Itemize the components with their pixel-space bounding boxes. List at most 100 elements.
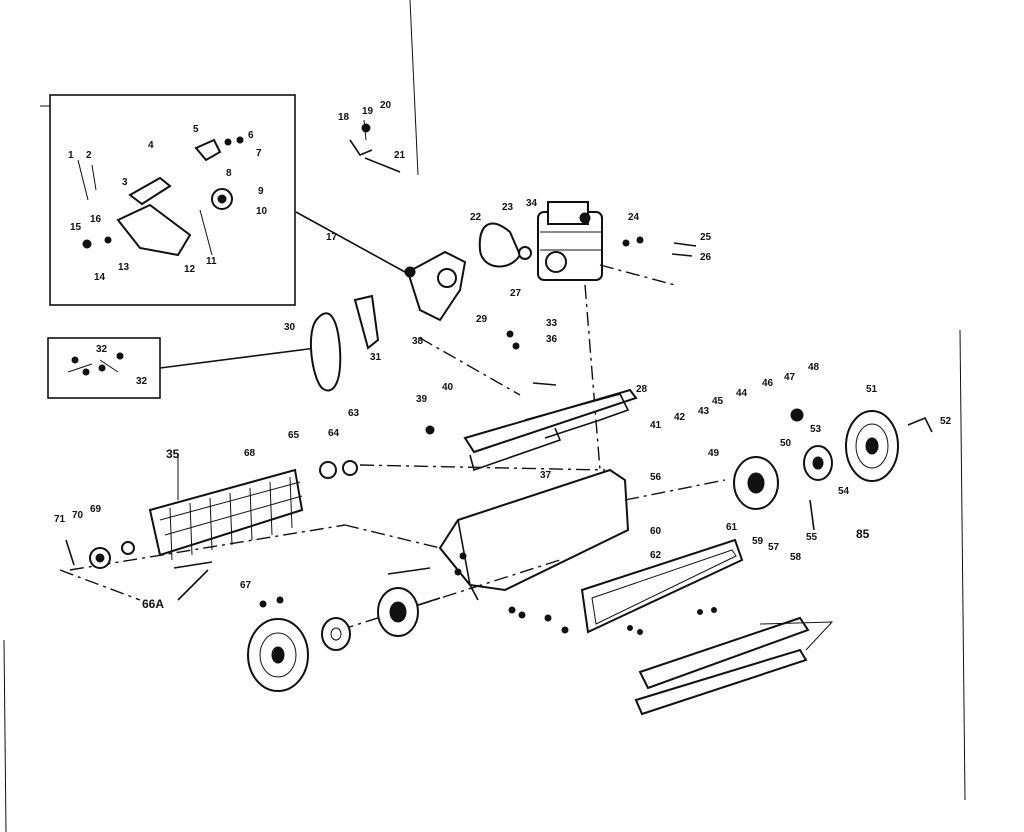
callout-8: 8 [226,168,232,179]
callout-32b: 32 [136,376,148,387]
reel-end-washer [121,541,135,555]
callout-2: 2 [86,150,92,161]
callout-7: 7 [256,148,262,159]
leader-line [173,561,213,569]
callout-19: 19 [362,106,374,117]
callout-69: 69 [90,504,102,515]
lever-plate [128,176,172,206]
knob [790,408,804,422]
engine-mount-line [599,264,676,286]
handle-latch-parts [349,119,401,173]
callout-labels: 1 2 3 4 5 6 7 8 9 10 11 12 13 14 15 16 1… [54,100,952,611]
callout-38: 38 [412,336,424,347]
cam-part [194,138,222,162]
callout-60: 60 [650,526,662,537]
callout-31: 31 [370,352,382,363]
callout-28: 28 [636,384,648,395]
scan-edge-line [959,329,966,801]
callout-39: 39 [416,394,428,405]
axis-line [359,464,606,471]
callout-21: 21 [394,150,406,161]
callout-17: 17 [326,232,338,243]
callout-51: 51 [866,384,878,395]
callout-27: 27 [510,288,522,299]
callout-6: 6 [248,130,254,141]
axis-line [339,559,561,631]
callout-37: 37 [540,470,552,481]
callout-50: 50 [780,438,792,449]
small-hardware [65,236,815,635]
scan-edge-line [3,639,7,832]
callout-59: 59 [752,536,764,547]
callout-47: 47 [784,372,796,383]
callout-53: 53 [810,424,822,435]
callout-45: 45 [712,396,724,407]
callout-68: 68 [244,448,256,459]
callout-35: 35 [166,447,180,461]
callout-34: 34 [526,198,538,209]
left-wheel [247,618,309,692]
callout-43: 43 [698,406,710,417]
callout-4: 4 [148,140,154,151]
callout-67: 67 [240,580,252,591]
callout-62: 62 [650,550,662,561]
axis-line [344,524,441,549]
callout-71: 71 [54,514,66,525]
leader-line [759,621,834,651]
callout-46: 46 [762,378,774,389]
callout-16: 16 [90,214,102,225]
callout-20: 20 [380,100,392,111]
callout-25: 25 [700,232,712,243]
callout-41: 41 [650,420,662,431]
control-bracket [116,203,192,257]
callout-63: 63 [348,408,360,419]
callout-22: 22 [470,212,482,223]
engine [537,201,603,281]
callout-9: 9 [258,186,264,197]
callout-70: 70 [72,510,84,521]
callout-65: 65 [288,430,300,441]
callout-58: 58 [790,552,802,563]
drive-belt [310,312,342,392]
callout-54: 54 [838,486,850,497]
callout-13: 13 [118,262,130,273]
callout-18: 18 [338,112,350,123]
leader-line [159,347,317,369]
inset-control-assembly [40,94,296,306]
callout-29: 29 [476,314,488,325]
callout-12: 12 [184,264,196,275]
axis-line [59,569,141,601]
depth-bar [580,538,744,634]
callout-5: 5 [193,124,199,135]
right-wheel [845,410,899,482]
callout-23: 23 [502,202,514,213]
callout-15: 15 [70,222,82,233]
callout-48: 48 [808,362,820,373]
right-drive-gear [733,456,779,510]
callout-32a: 32 [96,344,108,355]
callout-66a: 66A [142,597,164,611]
callout-1: 1 [68,150,74,161]
reel-washer [319,461,337,479]
callout-64: 64 [328,428,340,439]
tine-reel [148,468,304,561]
callout-85: 85 [856,527,870,541]
callout-40: 40 [442,382,454,393]
callout-30: 30 [284,322,296,333]
callout-36: 36 [546,334,558,345]
scan-edge-line [409,0,419,176]
engine-belt [478,222,522,268]
callout-49: 49 [708,448,720,459]
callout-24: 24 [628,212,640,223]
left-drive-gear [377,587,419,637]
leader-line [177,569,209,601]
lower-skid-plates [634,616,810,716]
callout-26: 26 [700,252,712,263]
handle-assembly [419,337,638,472]
callout-10: 10 [256,206,268,217]
callout-57: 57 [768,542,780,553]
callout-52: 52 [940,416,952,427]
left-wheel-hub [321,617,351,651]
callout-33: 33 [546,318,558,329]
